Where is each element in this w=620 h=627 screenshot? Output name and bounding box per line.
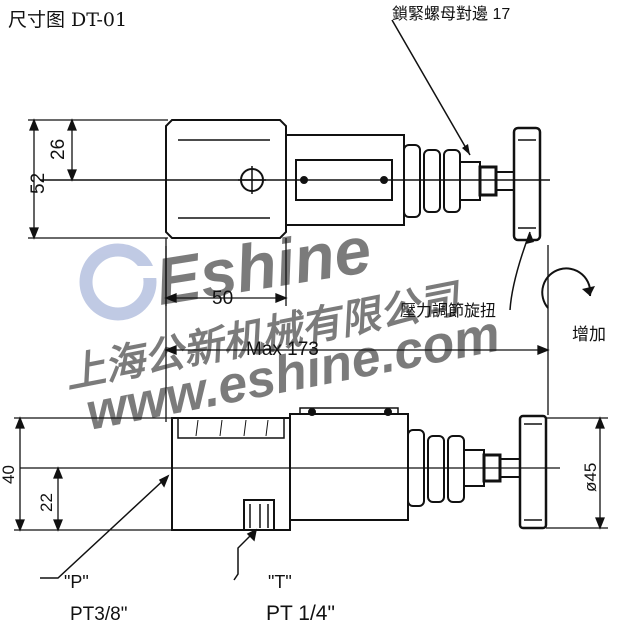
pressure-knob-callout: 壓力調節旋扭 xyxy=(400,302,496,320)
watermark-logo-icon xyxy=(79,243,158,321)
dim-52-label: 52 xyxy=(28,173,49,194)
lock-nut-3 xyxy=(443,149,461,213)
side-nut-2 xyxy=(427,435,445,503)
lock-nut-1 xyxy=(403,144,421,218)
side-dimensions xyxy=(14,416,608,532)
knob-side xyxy=(518,414,548,530)
t-port-side xyxy=(243,499,275,531)
valve-body-side xyxy=(171,417,291,531)
lock-nut-callout: 鎖緊螺母對邊 17 xyxy=(392,5,510,23)
increase-label: 增加 xyxy=(572,325,606,344)
top-view xyxy=(40,119,550,242)
adjusting-section-side xyxy=(289,413,409,521)
max-length-label: Max 173 xyxy=(246,339,319,360)
knob-diameter-label: ø45 xyxy=(581,463,600,492)
overall-dimension xyxy=(164,245,550,422)
p-port-leader xyxy=(40,474,170,579)
watermark: Eshine 上海公新机械有限公司 www.eshine.com xyxy=(61,212,504,442)
side-ribs xyxy=(299,407,399,414)
t-port-leader xyxy=(233,528,258,581)
valve-body-top xyxy=(165,119,287,239)
body-flutes xyxy=(195,419,269,437)
pressure-knob-leader xyxy=(509,231,534,311)
t-port-thread: PT 1/4" xyxy=(266,602,335,625)
t-port-label: "T" xyxy=(268,572,292,592)
side-view xyxy=(20,407,560,531)
lock-nut-leader xyxy=(391,19,471,156)
dim-40-label: 40 xyxy=(0,465,18,484)
dim-22-label: 22 xyxy=(37,493,56,512)
knob-shaft xyxy=(495,171,515,191)
dim-50-label: 50 xyxy=(212,288,233,309)
collar xyxy=(478,165,498,197)
body-top-edge xyxy=(177,418,285,439)
drawing-title: 尺寸图 DT-01 xyxy=(8,9,127,31)
rotation-arrow-icon xyxy=(541,267,595,309)
p-port-thread: PT3/8" xyxy=(70,604,127,625)
p-port-label: "P" xyxy=(64,572,89,592)
thread-stem xyxy=(459,161,481,201)
dim-26-label: 26 xyxy=(48,139,69,160)
lock-nut-2 xyxy=(423,149,441,213)
knob-top xyxy=(512,126,542,242)
knob-ridges xyxy=(518,139,536,229)
side-nut-3 xyxy=(447,435,465,503)
